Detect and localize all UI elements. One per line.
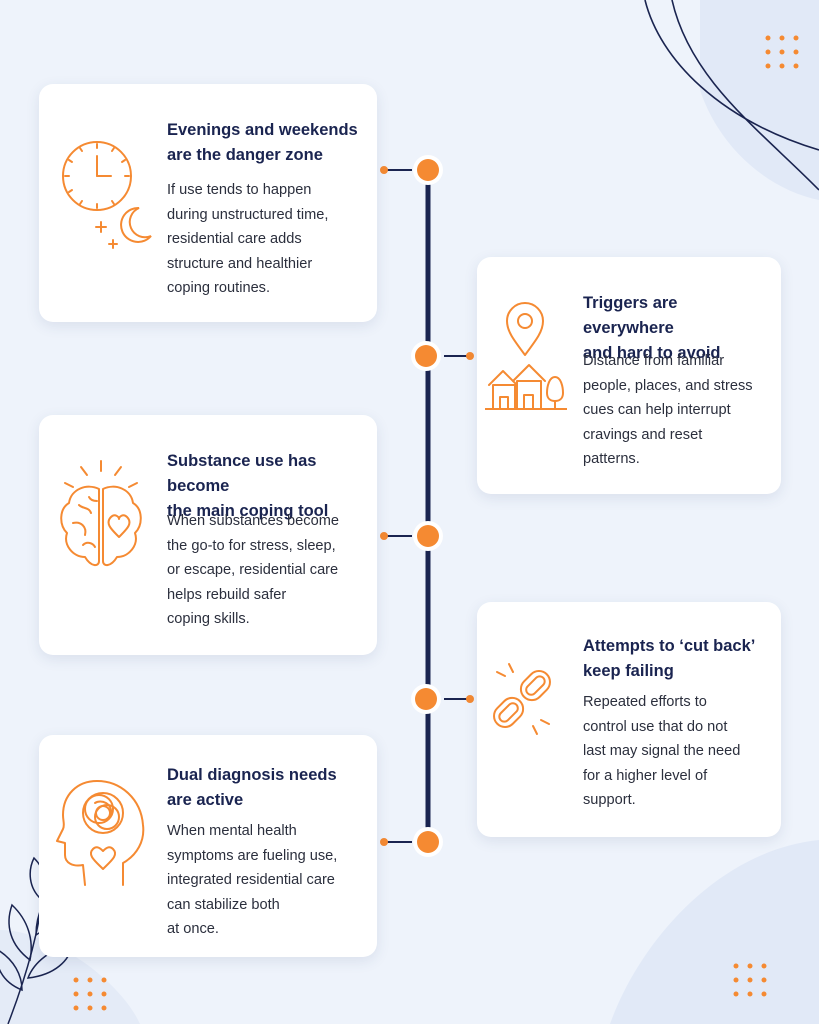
card-triggers: Triggers are everywhere and hard to avoi…: [477, 257, 781, 494]
card-body: Distance from familiar people, places, a…: [583, 353, 753, 467]
dot-grid-top-right: [765, 35, 799, 69]
card-cut-back: Attempts to ‘cut back’ keep failing Repe…: [477, 602, 781, 837]
card-title: Attempts to ‘cut back’ keep failing: [583, 637, 756, 680]
decor-curve-2: [671, 0, 819, 191]
card-body: Repeated efforts to control use that do …: [583, 694, 741, 808]
card-body: If use tends to happen during unstructur…: [167, 182, 329, 296]
card-body: When substances become the go-to for str…: [167, 513, 339, 627]
timeline-node-1: [380, 155, 443, 185]
card-title: Substance use has become the main coping…: [167, 452, 329, 520]
corner-blob-bottom-right: [610, 840, 819, 1024]
location-house-icon: [485, 302, 567, 410]
clock-moon-icon: [62, 141, 152, 249]
card-title: Evenings and weekends are the danger zon…: [167, 121, 358, 164]
timeline-node-2: [411, 341, 474, 371]
timeline-node-5: [380, 827, 443, 857]
card-coping-tool: Substance use has become the main coping…: [39, 415, 377, 655]
timeline-node-4: [411, 684, 474, 714]
dot-grid-bottom-left: [73, 977, 107, 1011]
head-mind-heart-icon: [56, 780, 145, 886]
card-title: Dual diagnosis needs are active: [167, 766, 337, 809]
timeline-node-3: [380, 521, 443, 551]
dot-grid-bottom-right: [733, 963, 767, 997]
card-body: When mental health symptoms are fueling …: [167, 823, 338, 937]
brain-heart-icon: [60, 460, 142, 567]
card-evenings-weekends: Evenings and weekends are the danger zon…: [39, 84, 377, 322]
card-dual-diagnosis: Dual diagnosis needs are active When men…: [39, 735, 377, 957]
card-title: Triggers are everywhere and hard to avoi…: [583, 294, 721, 362]
broken-chain-icon: [493, 663, 551, 735]
